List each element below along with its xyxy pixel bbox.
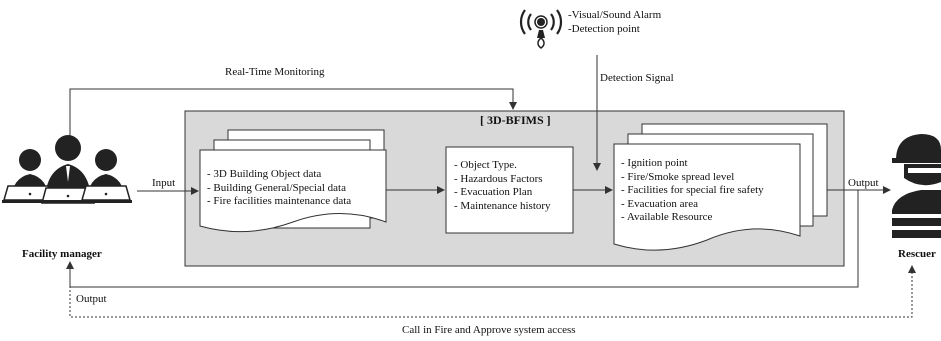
call-in-fire-line xyxy=(69,265,916,318)
input-doc-item: 3D Building Object data xyxy=(207,168,351,182)
output-doc-item: Available Resource xyxy=(621,211,764,225)
process-item: Maintenance history xyxy=(454,200,550,214)
process-item: Object Type. xyxy=(454,159,551,173)
system-title: [ 3D-BFIMS ] xyxy=(480,113,551,127)
firefighter-icon xyxy=(892,134,941,238)
output-doc-item: Facilities for special fire safety xyxy=(621,184,763,198)
input-doc-item: Building General/Special data xyxy=(207,182,351,196)
output-doc-item: Ignition point xyxy=(621,157,764,171)
facility-manager-label: Facility manager xyxy=(22,248,102,260)
real-time-monitoring-line xyxy=(69,88,517,140)
real-time-monitoring-label: Real-Time Monitoring xyxy=(225,66,325,78)
alarm-sensor-icon xyxy=(519,9,563,49)
output-doc-list: Ignition point Fire/Smoke spread level F… xyxy=(621,157,764,225)
input-label: Input xyxy=(152,177,176,189)
output-doc-item: Fire/Smoke spread level xyxy=(621,171,764,185)
output-left-line xyxy=(66,190,859,288)
input-doc-item: Fire facilities maintenance data xyxy=(207,195,351,209)
detection-signal-label: Detection Signal xyxy=(600,72,674,84)
output-doc-item: Evacuation area xyxy=(621,198,764,212)
process-item: Hazardous Factors xyxy=(454,173,551,187)
process-item: Evacuation Plan xyxy=(454,186,551,200)
facility-manager-group-icon xyxy=(2,135,132,204)
alarm-line-detection-point: -Detection point xyxy=(568,23,640,35)
process-box-list: Object Type. Hazardous Factors Evacuatio… xyxy=(454,159,551,214)
output-right-label: Output xyxy=(848,177,879,189)
alarm-line-visual-sound: -Visual/Sound Alarm xyxy=(568,9,662,21)
input-doc-list: 3D Building Object data Building General… xyxy=(207,168,351,209)
output-left-label: Output xyxy=(76,293,107,305)
rescuer-label: Rescuer xyxy=(898,248,936,260)
call-in-fire-label: Call in Fire and Approve system access xyxy=(402,324,576,336)
